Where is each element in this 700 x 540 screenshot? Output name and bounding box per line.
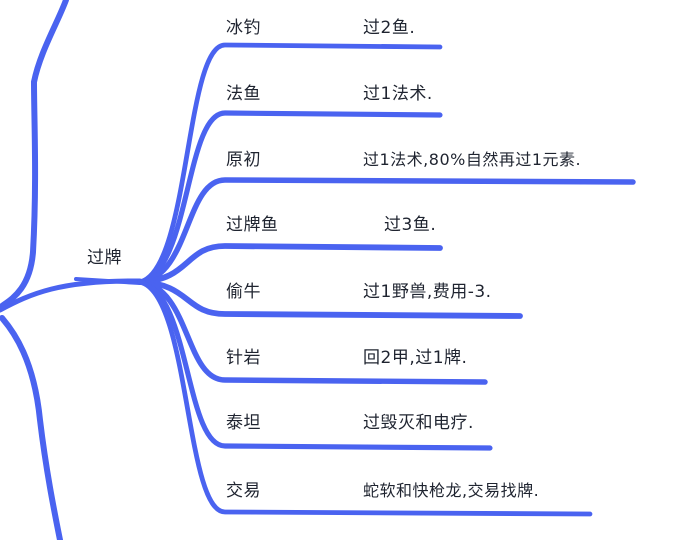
branch-name-2: 法鱼	[226, 84, 261, 104]
branch-desc-5: 过1野兽,费用-3.	[363, 282, 492, 302]
branch-line-2	[137, 110, 443, 285]
branch-line-5	[137, 279, 523, 319]
branch-line-4	[137, 243, 443, 285]
branch-desc-3: 过1法术,80%自然再过1元素.	[363, 150, 582, 169]
mind-map-links	[0, 0, 636, 540]
branch-desc-7: 过毁灭和电疗.	[363, 413, 474, 433]
branch-desc-2: 过1法术.	[363, 84, 433, 104]
branch-desc-1: 过2鱼.	[363, 18, 416, 38]
branch-line-6	[137, 279, 488, 385]
branch-desc-6: 回2甲,过1牌.	[363, 348, 468, 368]
branch-name-4: 过牌鱼	[226, 215, 279, 235]
branch-name-6: 针岩	[226, 348, 261, 368]
root-topic-label: 过牌	[87, 248, 122, 268]
trunk-line-lower	[0, 315, 63, 540]
branch-line-1	[137, 42, 443, 285]
branch-line-8	[137, 279, 593, 517]
branch-desc-8: 蛇软和快枪龙,交易找牌.	[363, 481, 540, 500]
branch-name-8: 交易	[226, 481, 261, 501]
branch-name-5: 偷牛	[226, 282, 261, 302]
trunk-line-top	[31, 0, 69, 85]
branch-name-1: 冰钓	[226, 18, 261, 38]
branch-name-7: 泰坦	[226, 413, 261, 433]
branch-line-3	[137, 177, 636, 285]
branch-desc-4: 过3鱼.	[384, 215, 437, 235]
trunk-line-upper	[0, 79, 39, 309]
branch-name-3: 原初	[226, 150, 261, 170]
root-topic-underline	[74, 277, 142, 285]
